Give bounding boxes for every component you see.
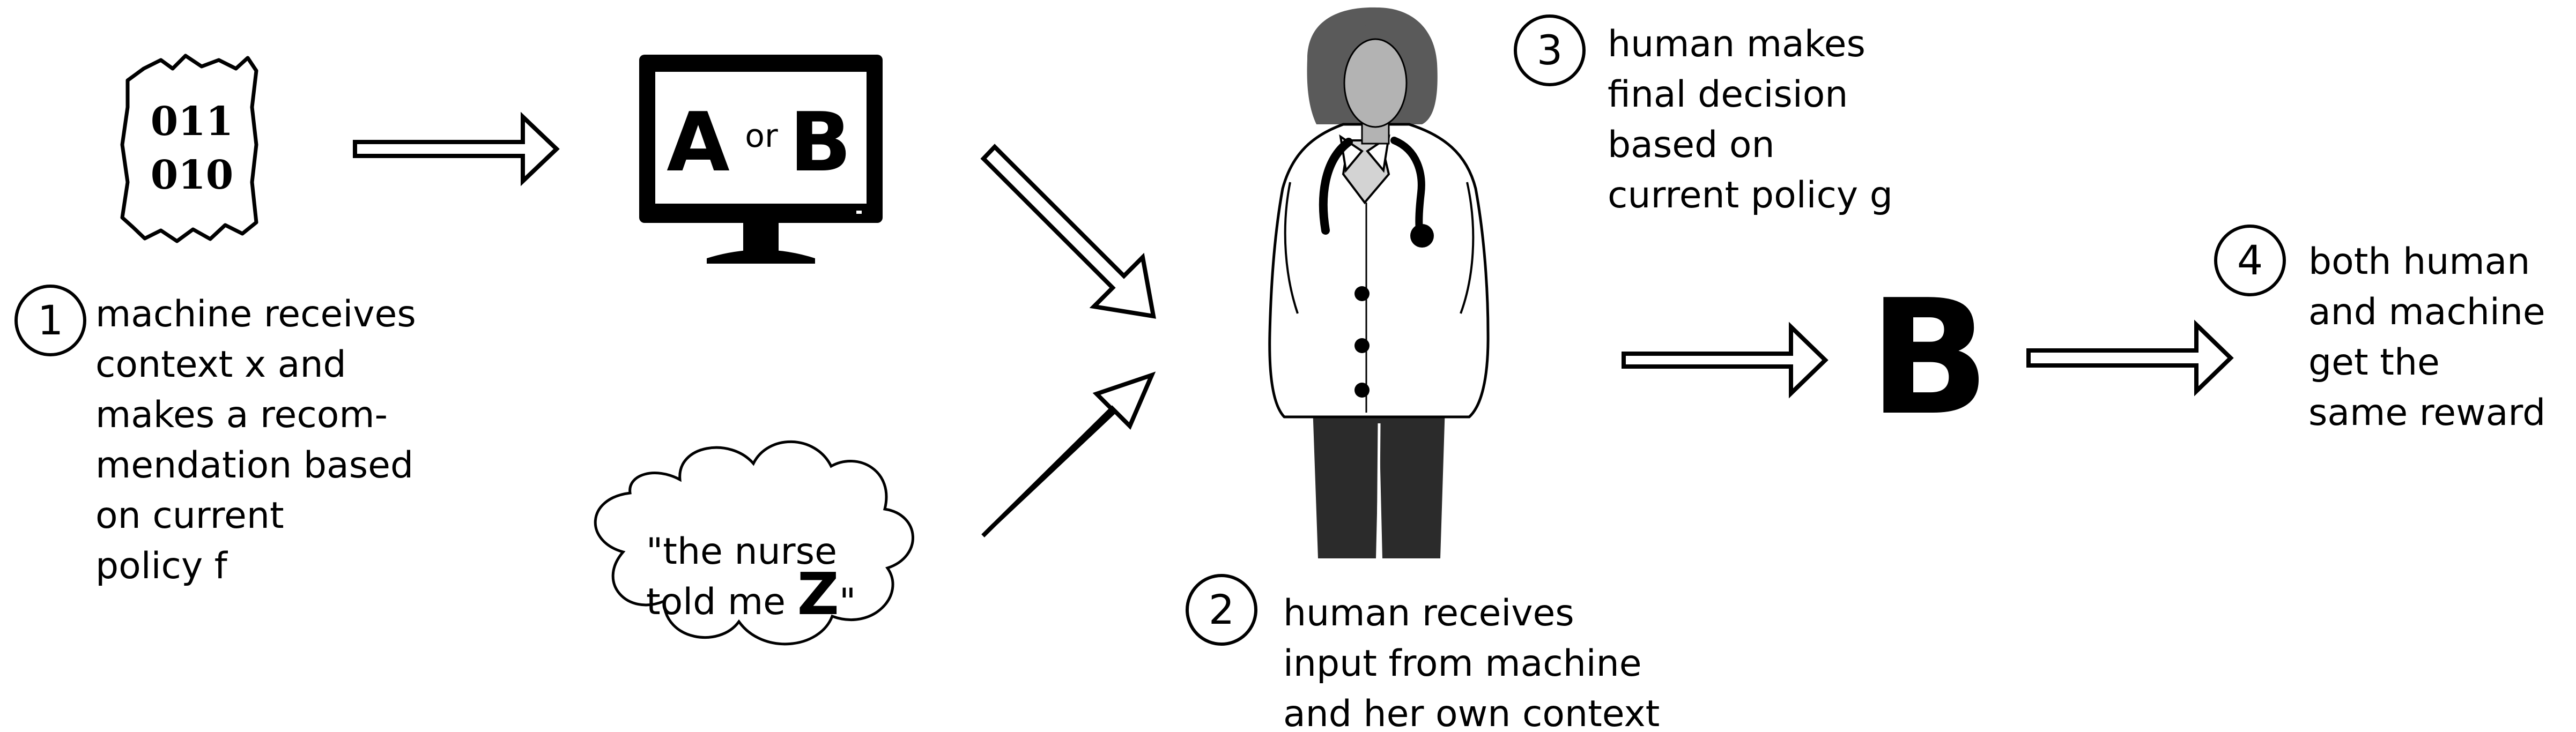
- step-badge-4: 4: [2214, 225, 2286, 296]
- step-badge-2: 2: [1186, 574, 1257, 646]
- step-number-3: 3: [1537, 26, 1563, 74]
- data-card-icon: 011 010: [120, 54, 258, 243]
- monitor-option-b: B: [789, 95, 852, 190]
- step-number-4: 4: [2237, 236, 2263, 284]
- step-4-caption: both human and machine get the same rewa…: [2308, 241, 2546, 434]
- monitor-icon: A or B: [639, 55, 883, 264]
- monitor-or-label: or: [745, 117, 778, 155]
- arrow-doctor-to-decision: [1622, 322, 1829, 399]
- arrow-decision-to-reward: [2026, 319, 2234, 397]
- data-card-line2: 010: [151, 152, 233, 198]
- step-1-caption: machine receives context x and makes a r…: [95, 293, 416, 587]
- step-number-1: 1: [38, 296, 63, 344]
- step-number-2: 2: [1209, 586, 1234, 633]
- final-decision: B: [1869, 265, 1990, 450]
- monitor-option-a: A: [667, 95, 730, 190]
- arrow-cloud-to-doctor: [981, 371, 1156, 537]
- step-badge-3: 3: [1514, 14, 1586, 86]
- cloud-line1: "the nurse: [646, 531, 837, 573]
- step-badge-1: 1: [14, 285, 86, 356]
- data-card-line1: 011: [151, 99, 233, 145]
- doctor-figure: [1268, 7, 1490, 558]
- step-3-caption: human makes final decision based on curr…: [1608, 23, 1893, 216]
- cloud-line2: told me Z": [646, 561, 856, 628]
- cloud-letter-z: Z: [797, 561, 839, 628]
- thought-cloud: "the nurse told me Z": [594, 440, 914, 646]
- arrow-card-to-monitor: [353, 111, 560, 186]
- step-2-caption: human receives input from machine and he…: [1283, 592, 1660, 732]
- arrow-monitor-to-doctor: [980, 144, 1156, 319]
